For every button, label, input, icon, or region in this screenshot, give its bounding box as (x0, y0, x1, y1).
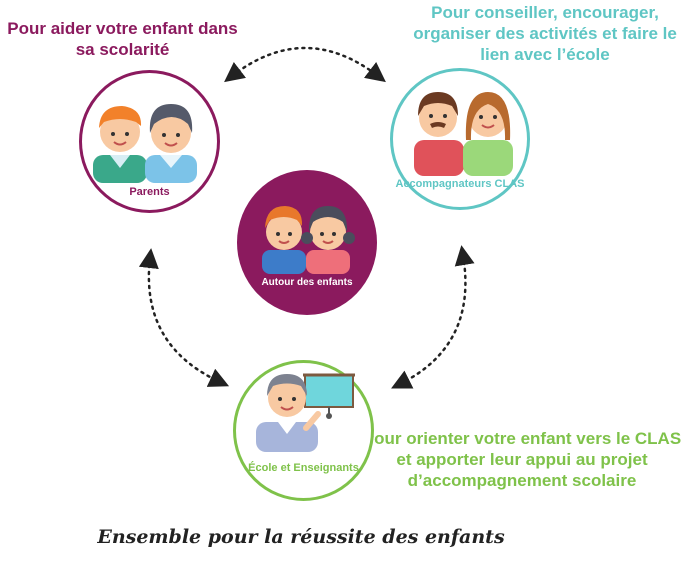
parents-illustration (93, 104, 197, 183)
arrow-parents-ecole (138, 248, 230, 387)
label-parents: Parents (129, 186, 170, 198)
ecole-illustration (256, 373, 355, 452)
caption-accompagnateurs: Pour conseiller, encourager, organiser d… (413, 3, 677, 64)
enfants-illustration (262, 206, 355, 274)
arrow-parents-accompagnateurs (224, 46, 386, 83)
accompagnateurs-illustration (414, 92, 513, 176)
caption-parents: Pour aider votre enfant dans sa scolarit… (7, 19, 238, 59)
label-ecole: École et Enseignants (248, 462, 359, 474)
footer-title: Ensemble pour la réussite des enfants (97, 526, 505, 548)
arrow-accompagnateurs-ecole (391, 245, 475, 389)
label-enfants: Autour des enfants (261, 277, 353, 288)
label-accompagnateurs: Accompagnateurs CLAS (395, 178, 525, 190)
caption-ecole: Pour orienter votre enfant vers le CLAS … (362, 429, 682, 490)
